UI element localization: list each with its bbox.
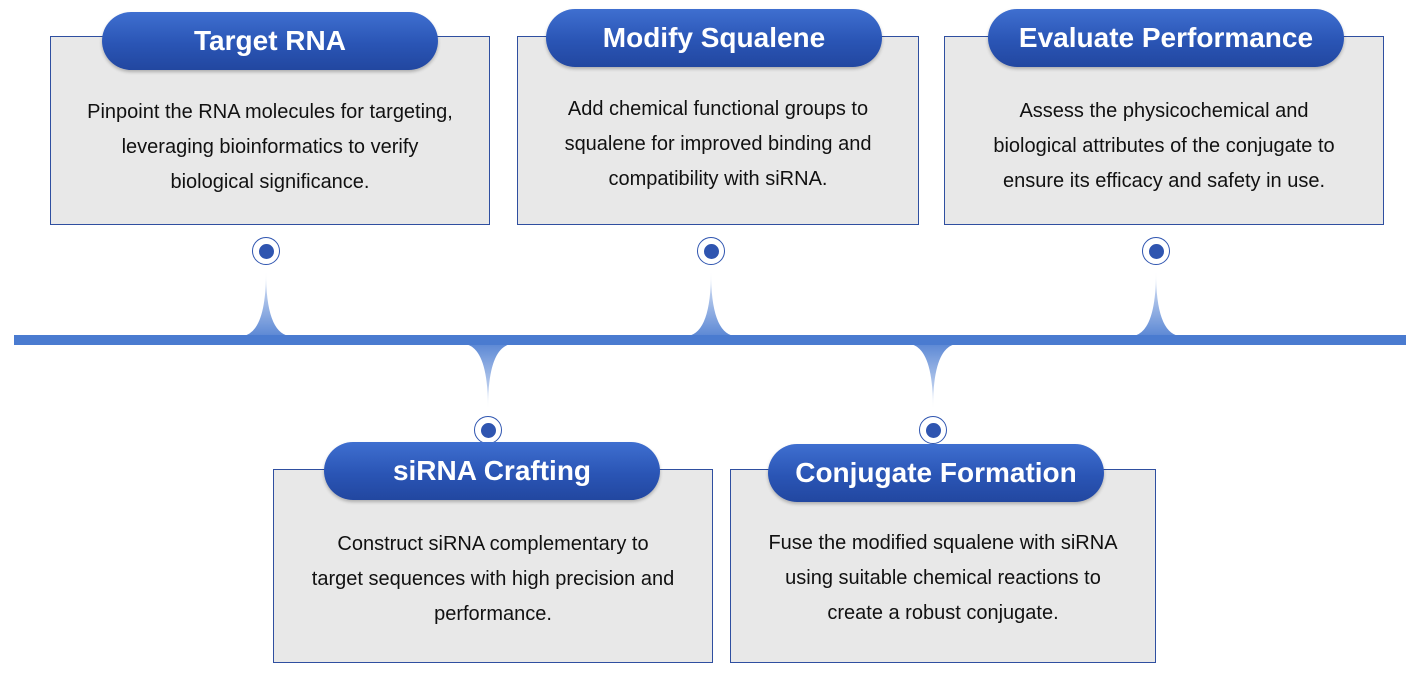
description-line: Construct siRNA complementary to — [337, 533, 649, 555]
timeline-node — [919, 416, 947, 444]
timeline-node — [252, 237, 280, 265]
connector-spike — [910, 344, 956, 408]
timeline-node — [1142, 237, 1170, 265]
step-card: Add chemical functional groups to squale… — [517, 36, 919, 225]
connector-spike — [243, 272, 289, 336]
step-title-pill: Evaluate Performance — [988, 9, 1344, 67]
description-line: biological attributes of the conjugate t… — [993, 135, 1335, 157]
step-title-pill: Target RNA — [102, 12, 438, 70]
description-line: compatibility with siRNA. — [608, 168, 828, 190]
description-line: squalene for improved binding and — [564, 133, 872, 155]
timeline-node — [697, 237, 725, 265]
step-description: Assess the physicochemical and biologica… — [945, 94, 1383, 199]
connector-spike — [465, 344, 511, 408]
timeline-axis — [14, 335, 1406, 345]
step-description: Pinpoint the RNA molecules for targeting… — [51, 95, 489, 200]
description-line: Assess the physicochemical and — [1019, 100, 1309, 122]
timeline-node — [474, 416, 502, 444]
description-line: Fuse the modified squalene with siRNA — [768, 532, 1118, 554]
description-line: ensure its efficacy and safety in use. — [1002, 170, 1326, 192]
description-line: target sequences with high precision and — [311, 568, 675, 590]
description-line: performance. — [434, 603, 552, 625]
connector-spike — [688, 272, 734, 336]
step-description: Fuse the modified squalene with siRNA us… — [731, 526, 1155, 631]
description-line: Pinpoint the RNA molecules for targeting… — [87, 101, 453, 123]
step-title-pill: Conjugate Formation — [768, 444, 1104, 502]
step-title-pill: Modify Squalene — [546, 9, 882, 67]
connector-spike — [1133, 272, 1179, 336]
description-line: using suitable chemical reactions to — [785, 567, 1101, 589]
step-description: Construct siRNA complementary to target … — [274, 527, 712, 632]
step-card: Assess the physicochemical and biologica… — [944, 36, 1384, 225]
description-line: create a robust conjugate. — [827, 602, 1059, 624]
description-line: leveraging bioinformatics to verify — [121, 136, 419, 158]
description-line: biological significance. — [170, 171, 370, 193]
step-description: Add chemical functional groups to squale… — [518, 92, 918, 197]
description-line: Add chemical functional groups to — [567, 98, 869, 120]
step-title-pill: siRNA Crafting — [324, 442, 660, 500]
